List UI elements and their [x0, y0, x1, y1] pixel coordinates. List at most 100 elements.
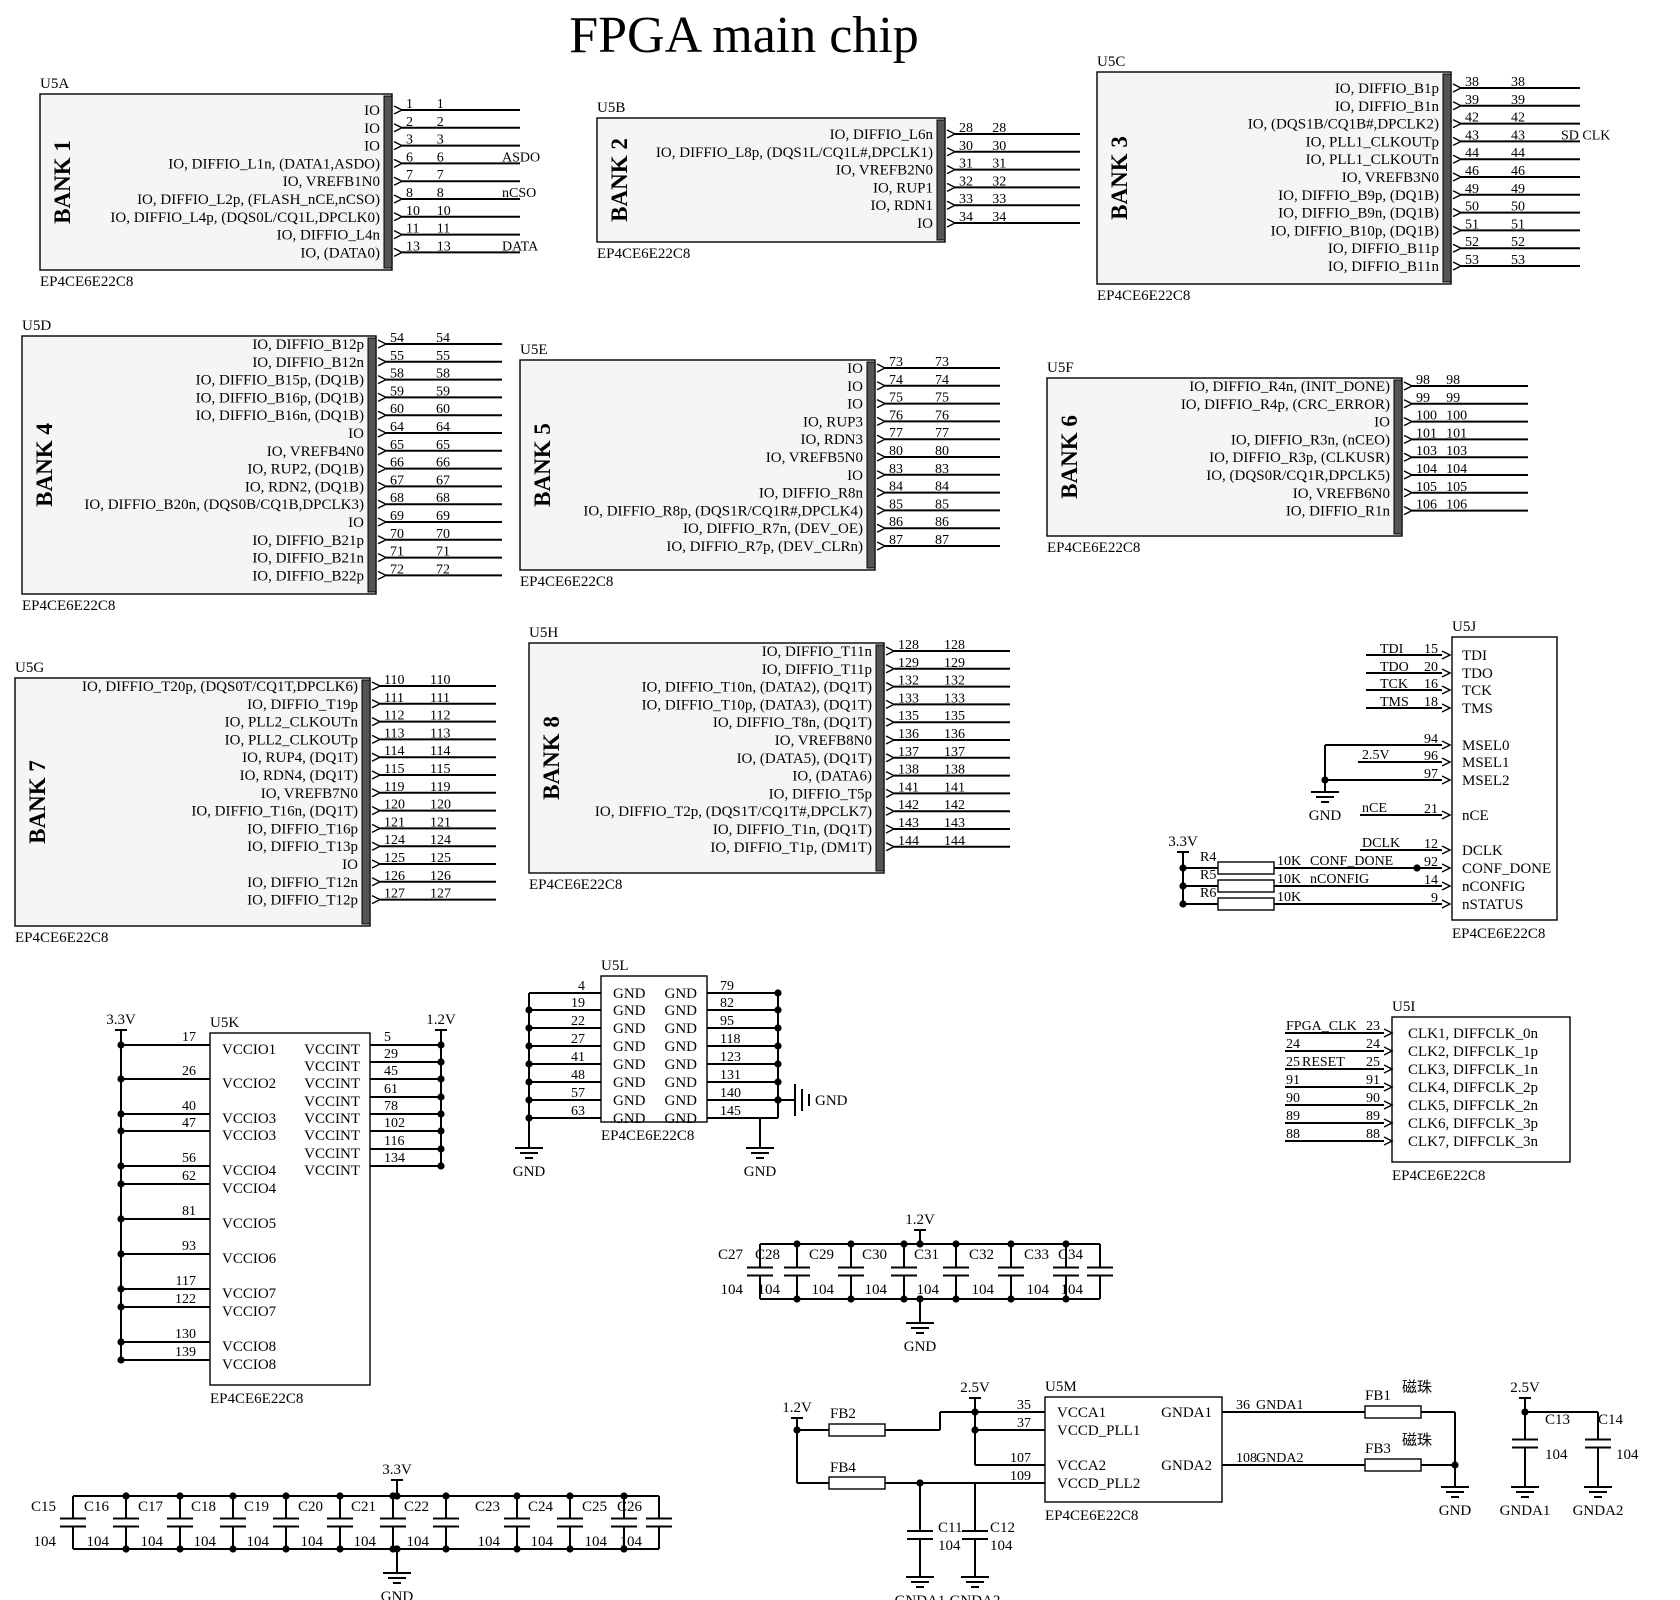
capacitor: [220, 1496, 246, 1549]
pin-arrow: [1403, 488, 1414, 498]
net-label: 104: [1446, 462, 1467, 477]
pin-arrow: [393, 140, 404, 151]
pin-name: VCCIO7: [222, 1304, 277, 1320]
pin-number: 52: [1465, 235, 1479, 250]
gnd-label: GND: [1439, 1503, 1472, 1519]
cap-ref: C30: [862, 1247, 887, 1263]
junction-dot: [525, 1024, 533, 1032]
pin-name: VCCINT: [304, 1163, 360, 1179]
pin-arrow: [371, 823, 382, 834]
pin-number: 121: [384, 815, 405, 830]
capacitor: [504, 1496, 530, 1549]
junction-dot: [437, 1058, 445, 1066]
cap-value: 104: [1061, 1282, 1084, 1298]
junction-dot: [122, 1545, 130, 1553]
net-label: 43: [1511, 128, 1525, 143]
pin-number: 74: [889, 373, 903, 388]
pin-number: 48: [571, 1068, 585, 1083]
net-label: TCK: [1380, 677, 1408, 692]
net-label: 6: [437, 150, 444, 165]
pin-name: GND: [665, 1093, 698, 1109]
bead-ref: FB1: [1365, 1388, 1391, 1404]
pin-name: IO: [364, 103, 380, 119]
net-label: 30: [992, 139, 1006, 154]
net-label: 25: [1286, 1055, 1300, 1070]
capacitor: [1512, 1412, 1538, 1475]
pin-arrow: [876, 541, 887, 551]
cap-ref: C27: [718, 1247, 744, 1263]
cap-value: 104: [531, 1534, 554, 1550]
pin-number: 125: [384, 851, 405, 866]
pin-number: 137: [898, 745, 919, 760]
pin-name: IO, DIFFIO_L2p, (FLASH_nCE,nCSO): [137, 192, 380, 208]
net-label: 128: [944, 638, 965, 653]
pin-arrow: [371, 877, 382, 887]
pin-number: 102: [384, 1116, 405, 1131]
capacitor: [167, 1496, 193, 1549]
pin-number: 112: [384, 709, 404, 724]
cap-value: 104: [1545, 1447, 1568, 1463]
caps_12v-row: 1.2VC27104C28104C29104C30104C31104C32104…: [718, 1212, 1113, 1355]
net-label: 28: [992, 121, 1006, 136]
pin-name: IO, (DATA0): [300, 245, 380, 261]
pin-name: IO, VREFB2N0: [836, 163, 933, 179]
gnd-label: GND: [513, 1164, 546, 1180]
pin-number: 117: [176, 1274, 196, 1289]
pin-arrow: [1403, 381, 1414, 391]
signal-label: ASDO: [502, 150, 540, 165]
pin-name: IO, DIFFIO_L4n: [277, 228, 381, 244]
part-ref: U5H: [529, 625, 558, 641]
bead-label: 磁珠: [1402, 1379, 1432, 1396]
pin-name: IO, RUP1: [873, 180, 933, 196]
part-ref: U5E: [520, 342, 548, 358]
pin-number: 76: [889, 408, 903, 423]
part-ref: U5G: [15, 660, 44, 676]
pin-number: 132: [898, 674, 919, 689]
pin-name: VCCA1: [1057, 1405, 1106, 1421]
cap-value: 104: [585, 1534, 608, 1550]
net-label: 54: [436, 331, 450, 346]
pin-number: 144: [898, 834, 919, 849]
pin-arrow: [1441, 775, 1452, 785]
pin-name: VCCINT: [304, 1094, 360, 1110]
net-label: TDI: [1380, 642, 1404, 657]
pin-number: 41: [571, 1050, 585, 1065]
gnd-symbol: GNDA2: [950, 1565, 1000, 1600]
pin-name: VCCINT: [304, 1146, 360, 1162]
gnd-symbol: GNDA1: [1500, 1475, 1550, 1519]
pin-arrow: [1441, 650, 1452, 660]
pin-number: 2: [406, 115, 413, 130]
net-label: 120: [430, 798, 451, 813]
power-rail: 3.3V: [106, 1012, 136, 1031]
pin-number: 136: [898, 727, 919, 742]
pin-name: IO: [348, 426, 364, 442]
capacitor: [60, 1496, 86, 1549]
pin-arrow: [1452, 190, 1463, 200]
junction-dot: [1007, 1240, 1015, 1248]
cap-ref: C17: [138, 1499, 164, 1515]
pin-name: IO, DIFFIO_T11n: [762, 644, 873, 660]
pin-number: 23: [1366, 1019, 1380, 1034]
pin-arrow: [1441, 810, 1452, 820]
cap-value: 104: [478, 1534, 501, 1550]
pin-name: IO, VREFB4N0: [267, 444, 364, 460]
pin-name: IO, VREFB8N0: [775, 733, 872, 749]
cap-ref: C29: [809, 1247, 834, 1263]
junction-dot: [774, 1060, 782, 1068]
pin-arrow: [1403, 399, 1414, 409]
bead-ref: FB4: [830, 1460, 856, 1476]
bead-label: 磁珠: [1402, 1432, 1432, 1449]
junction-dot: [442, 1545, 450, 1553]
part-number: EP4CE6E22C8: [40, 274, 133, 290]
pin-bar: [367, 337, 377, 593]
net-label: 7: [437, 168, 444, 183]
pin-name: GND: [665, 1003, 698, 1019]
pin-name: VCCINT: [304, 1128, 360, 1144]
junction-dot: [900, 1295, 908, 1303]
pin-name: CLK3, DIFFCLK_1n: [1408, 1062, 1539, 1078]
junction-dot: [525, 1114, 533, 1122]
pin-number: 47: [182, 1116, 196, 1131]
pin-name: TDI: [1462, 648, 1487, 664]
signal-label: DATA: [502, 239, 539, 254]
